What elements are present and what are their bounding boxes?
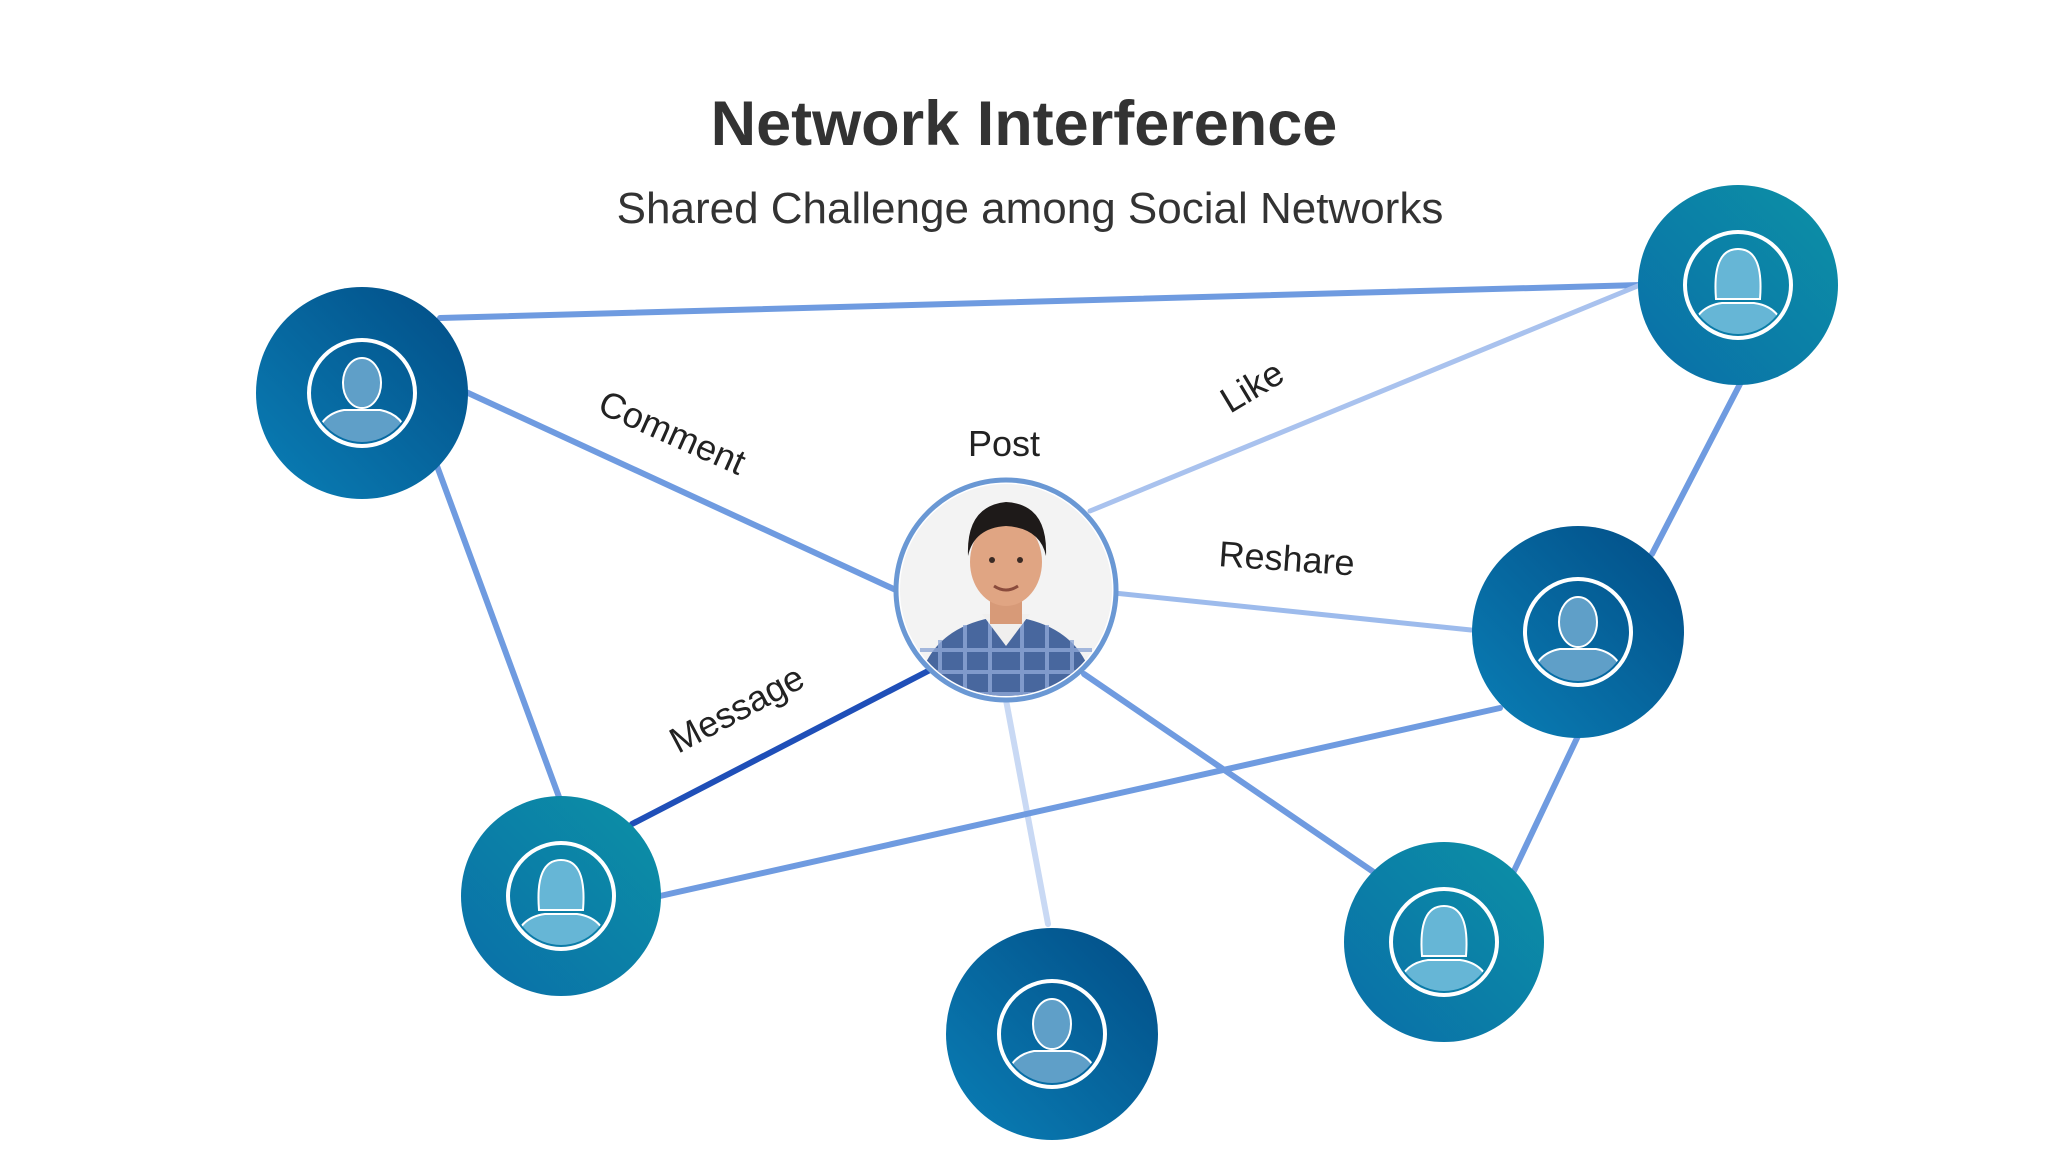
edge-center-rightmiddle	[1111, 590, 1474, 633]
page-title: Network Interference	[711, 89, 1338, 159]
person-photo	[900, 484, 1112, 696]
female-user-icon	[1683, 230, 1793, 340]
user-right-middle	[1472, 526, 1684, 738]
edge-righttop-rightmiddle	[1649, 381, 1743, 557]
edge-lefttop-righttop	[437, 282, 1643, 321]
edge-righttop-center	[1087, 282, 1643, 514]
center-label-post: Post	[968, 423, 1040, 464]
center-node	[893, 477, 1119, 703]
edge-center-leftbottom	[629, 667, 933, 827]
edge-lefttop-center	[463, 389, 901, 594]
male-user-icon	[307, 338, 417, 448]
user-bottom-center	[946, 928, 1158, 1140]
edge-label-comment: Comment	[593, 382, 752, 483]
user-left-bottom	[461, 796, 661, 996]
user-bottom-right	[1344, 842, 1544, 1042]
edge-center-bottomright	[1081, 671, 1378, 876]
male-user-icon	[997, 979, 1107, 1089]
female-user-icon	[1389, 887, 1499, 997]
edge-leftbottom-rightmiddle	[657, 705, 1503, 899]
edge-rightmiddle-bottomright	[1510, 733, 1581, 876]
user-right-top	[1638, 185, 1838, 385]
edge-label-like: Like	[1213, 352, 1291, 421]
user-left-top	[256, 287, 468, 499]
page-subtitle: Shared Challenge among Social Networks	[617, 184, 1444, 233]
edge-label-reshare: Reshare	[1217, 533, 1356, 583]
user-nodes	[256, 185, 1838, 1140]
male-user-icon	[1523, 577, 1633, 687]
edge-lefttop-leftbottom	[434, 463, 562, 800]
edges	[434, 282, 1743, 927]
